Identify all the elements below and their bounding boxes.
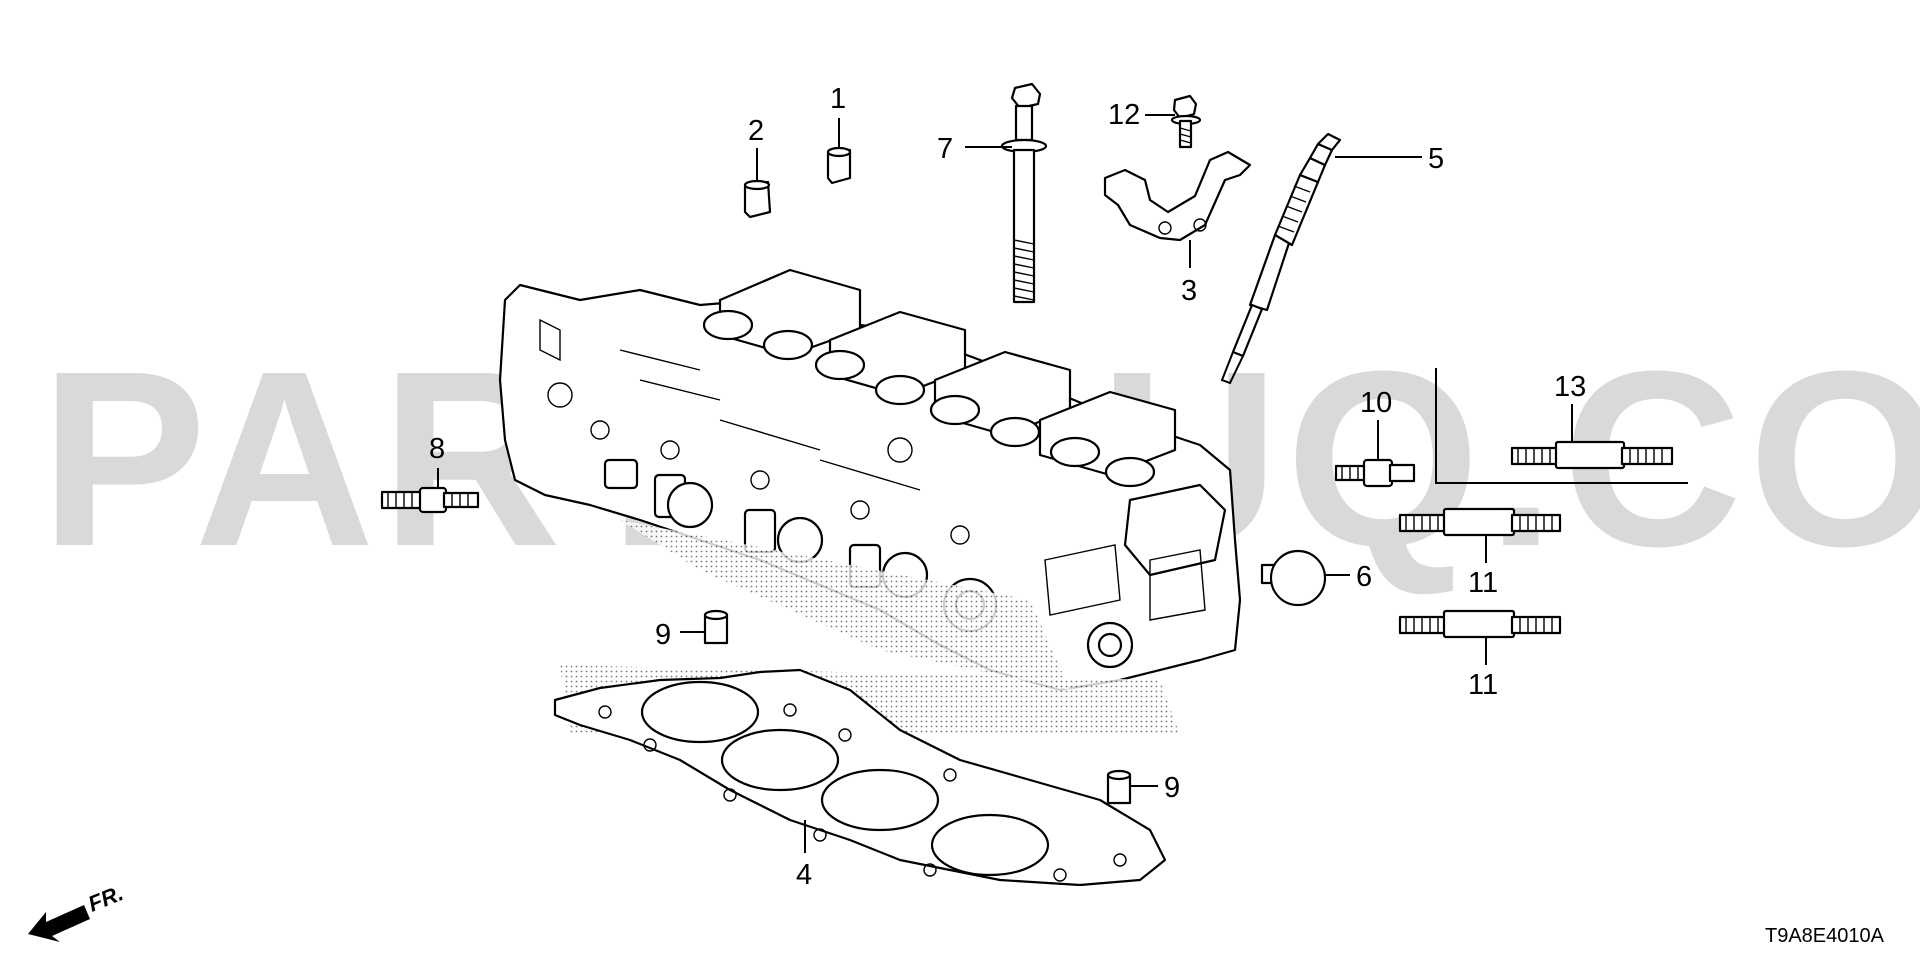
callout-7: 7 (937, 133, 953, 165)
flange-bolt[interactable] (1170, 94, 1202, 149)
callout-9-right: 9 (1164, 772, 1180, 804)
stud-bolt-10[interactable] (1334, 458, 1416, 488)
dowel-pin-9b[interactable] (1106, 769, 1132, 805)
stud-bolt-8[interactable] (380, 486, 480, 514)
bracket[interactable] (1103, 150, 1252, 242)
callout-10: 10 (1360, 387, 1392, 419)
valve-stem-seal-1[interactable] (826, 146, 852, 185)
stud-bolt-11a[interactable] (1398, 507, 1562, 537)
stud-bolt-11b[interactable] (1398, 609, 1562, 639)
front-direction-label: FR. (85, 880, 127, 916)
callout-13: 13 (1554, 371, 1586, 403)
glow-plug[interactable] (1220, 132, 1342, 385)
callout-9-left: 9 (655, 619, 671, 651)
callout-6: 6 (1356, 561, 1372, 593)
callout-4: 4 (796, 859, 812, 891)
cylinder-head[interactable] (498, 268, 1242, 692)
valve-stem-seal-2[interactable] (743, 179, 772, 219)
callouts: 1 2 7 12 3 5 8 9 9 6 10 13 11 11 4 (429, 83, 1586, 891)
sealing-cap[interactable] (1260, 549, 1327, 607)
stud-bolt-13[interactable] (1510, 440, 1674, 470)
front-direction-indicator: FR. (28, 880, 127, 942)
leader-lines (437, 114, 1573, 853)
callout-3: 3 (1181, 275, 1197, 307)
head-gasket[interactable] (553, 668, 1167, 887)
callout-11-upper: 11 (1468, 567, 1498, 599)
callout-1: 1 (830, 83, 846, 115)
callout-5: 5 (1428, 143, 1444, 175)
group-bracket-line (1435, 368, 1688, 484)
callout-8: 8 (429, 433, 445, 465)
front-arrow-icon (28, 905, 90, 942)
callout-2: 2 (748, 115, 764, 147)
dowel-pin-9a[interactable] (703, 609, 729, 645)
diagram-code: T9A8E4010A (1765, 925, 1885, 947)
callout-12: 12 (1108, 99, 1140, 131)
callout-11-lower: 11 (1468, 669, 1498, 701)
head-bolt[interactable] (1000, 82, 1048, 304)
